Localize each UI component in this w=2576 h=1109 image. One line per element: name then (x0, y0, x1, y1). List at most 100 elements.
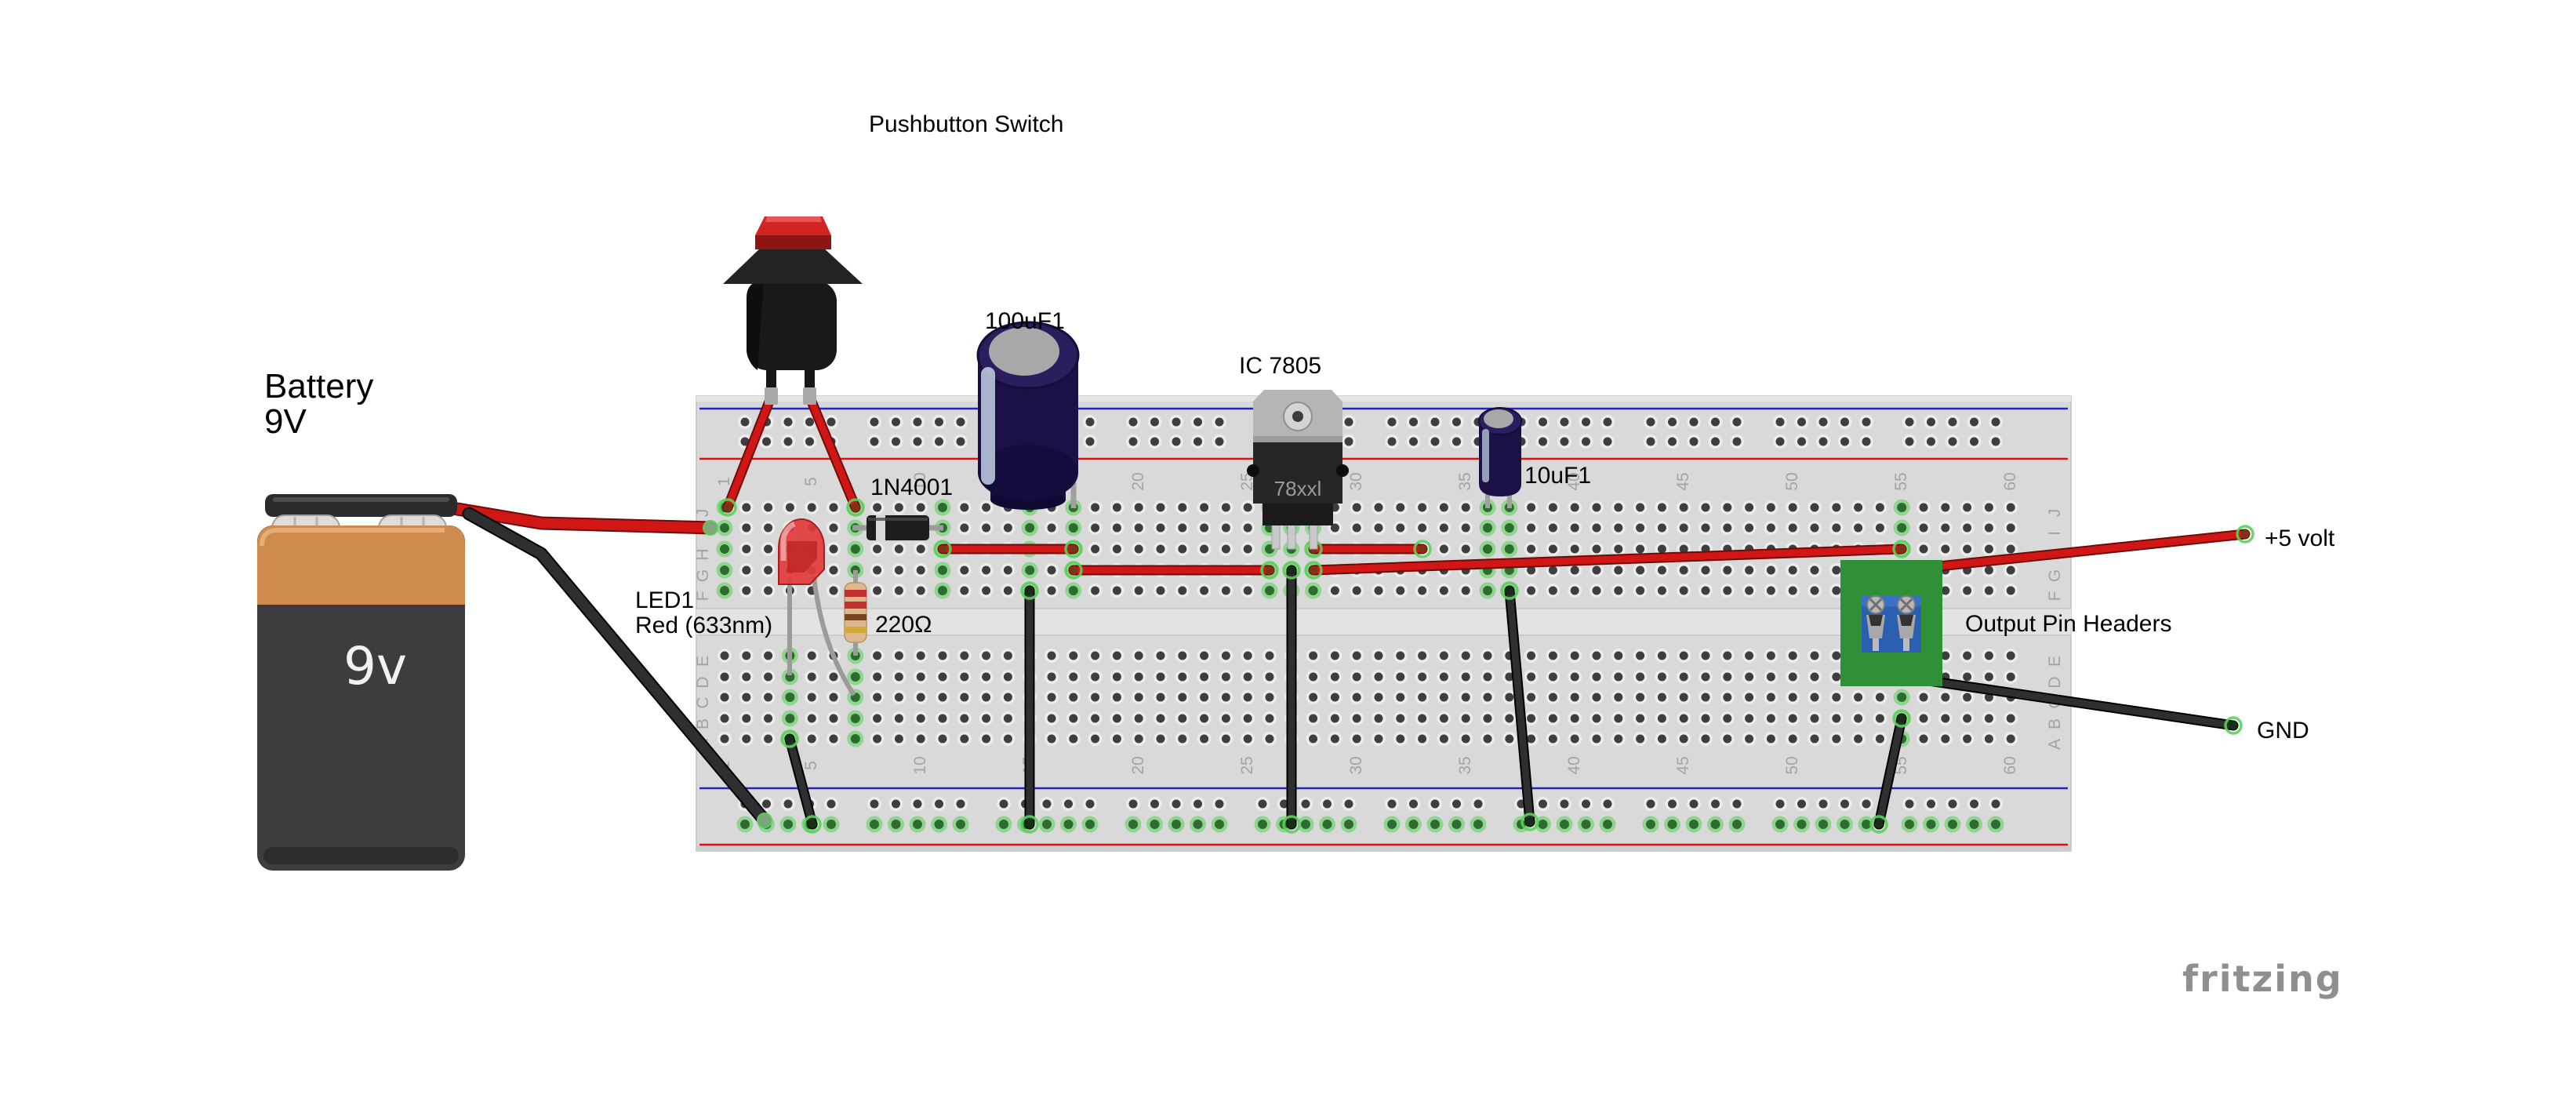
ic-label: IC 7805 (1239, 353, 1321, 379)
svg-text:60: 60 (2001, 756, 2019, 774)
output-pin-header[interactable] (1840, 560, 1942, 686)
resistor-220[interactable] (844, 570, 867, 656)
battery-print: 9v (343, 636, 407, 696)
gnd-jumper-G27-rail[interactable] (1282, 561, 1301, 834)
ic-body (1253, 442, 1342, 504)
battery-positive-wire[interactable] (450, 502, 718, 536)
svg-text:45: 45 (1674, 472, 1692, 490)
switch-body-shade (747, 281, 764, 370)
jumper-G17-G26[interactable] (1064, 561, 1279, 580)
svg-text:D: D (694, 676, 712, 688)
gnd-jumper-F15-rail[interactable] (1020, 581, 1039, 834)
capacitor-10uf[interactable] (1478, 407, 1522, 508)
led-red[interactable] (778, 518, 856, 696)
output-header-label: Output Pin Headers (1965, 611, 2171, 637)
svg-text:10: 10 (911, 756, 929, 774)
cap10-label: 10uF1 (1524, 463, 1591, 489)
svg-text:5: 5 (802, 477, 820, 486)
battery-label-line2: 9V (264, 402, 307, 441)
svg-text:50: 50 (1783, 472, 1801, 490)
switch-collar (723, 246, 863, 284)
jumper-G28-H55[interactable] (1304, 540, 1911, 580)
svg-text:D: D (2046, 676, 2064, 688)
cap10-body (1479, 421, 1521, 496)
resistor-band-2 (845, 602, 867, 609)
capacitor-100uf[interactable] (976, 321, 1080, 510)
battery-orange-band (257, 525, 465, 605)
wires-layer[interactable] (450, 396, 2254, 834)
ic-body-lower (1263, 502, 1333, 525)
gnd-label: GND (2257, 718, 2309, 744)
svg-text:30: 30 (1347, 756, 1365, 774)
svg-text:35: 35 (1456, 472, 1474, 490)
ic-notch-left (1247, 464, 1259, 477)
svg-text:C: C (694, 696, 712, 708)
svg-text:I: I (2046, 531, 2064, 536)
led-die (787, 541, 817, 573)
led-label-line2: Red (633nm) (635, 613, 772, 638)
svg-text:50: 50 (1783, 756, 1801, 774)
svg-text:J: J (2046, 509, 2064, 518)
svg-text:A: A (2046, 739, 2064, 750)
cap10-sleeve-highlight (1482, 429, 1489, 482)
battery-orange-highlight (260, 528, 445, 547)
switch-cap-front (755, 235, 831, 249)
battery-body (257, 525, 465, 871)
svg-text:25: 25 (1238, 756, 1256, 774)
terminal-clamp-left (1866, 615, 1885, 651)
svg-text:60: 60 (2001, 472, 2019, 490)
gnd-jumper-A4-rail[interactable] (780, 729, 822, 834)
ic-tab-hole-center (1292, 411, 1303, 422)
svg-text:20: 20 (1129, 756, 1147, 774)
svg-text:G: G (694, 569, 712, 582)
jumper-H28-H33[interactable] (1304, 540, 1432, 558)
svg-text:30: 30 (1347, 472, 1365, 490)
fritzing-logo: fritzing (2182, 958, 2343, 1000)
svg-text:E: E (694, 656, 712, 667)
switch-leg-wire-2[interactable] (806, 396, 865, 517)
resistor-band-gold (845, 627, 867, 633)
battery-bottom-shade (263, 847, 459, 864)
led-highlight (780, 521, 796, 561)
resistor-label: 220Ω (875, 612, 932, 638)
svg-text:B: B (694, 718, 712, 729)
svg-text:55: 55 (1892, 472, 1910, 490)
diode-highlight (868, 518, 928, 521)
svg-text:F: F (694, 591, 712, 602)
ic-tab-shade (1253, 436, 1342, 444)
svg-text:E: E (2046, 656, 2064, 667)
svg-text:F: F (2046, 591, 2064, 602)
svg-text:J: J (694, 509, 712, 518)
battery-negative-wire[interactable] (462, 507, 772, 828)
switch-pin-right (803, 387, 816, 405)
svg-text:40: 40 (1565, 472, 1583, 490)
svg-text:20: 20 (1129, 472, 1147, 490)
cap100-sleeve-highlight (981, 367, 995, 485)
resistor-band-3 (845, 614, 867, 620)
diode-label: 1N4001 (870, 475, 953, 500)
svg-text:10: 10 (911, 472, 929, 490)
svg-text:1: 1 (715, 477, 733, 486)
svg-text:35: 35 (1456, 756, 1474, 774)
terminal-screw-right (1897, 595, 1916, 614)
ic-marking: 78xxl (1274, 477, 1322, 500)
led-label-line1: LED1 (635, 587, 694, 613)
gnd-jumper-B55-rail[interactable] (1869, 709, 1911, 834)
ic-7805[interactable]: 78xxl (1247, 390, 1349, 550)
jumper-H11-H17[interactable] (933, 540, 1083, 558)
switch-pin-left (765, 387, 778, 405)
pushbutton-switch[interactable] (723, 216, 863, 405)
gnd-jumper-F37-rail[interactable] (1500, 581, 1539, 831)
switch-leg-wire-1[interactable] (718, 396, 775, 517)
cap100-body-bottom (978, 445, 1078, 501)
svg-text:H: H (694, 548, 712, 560)
svg-text:25: 25 (1238, 472, 1256, 490)
pushbutton-label: Pushbutton Switch (869, 111, 1063, 137)
cap100-top-plate (989, 327, 1059, 376)
annotations: Battery 9V Pushbutton Switch 100uF1 IC 7… (264, 111, 2343, 1000)
battery-9v[interactable]: 9v (257, 494, 465, 871)
diode-1n4001[interactable] (852, 515, 943, 540)
cap10-top-plate (1484, 409, 1513, 428)
svg-text:B: B (2046, 718, 2064, 729)
